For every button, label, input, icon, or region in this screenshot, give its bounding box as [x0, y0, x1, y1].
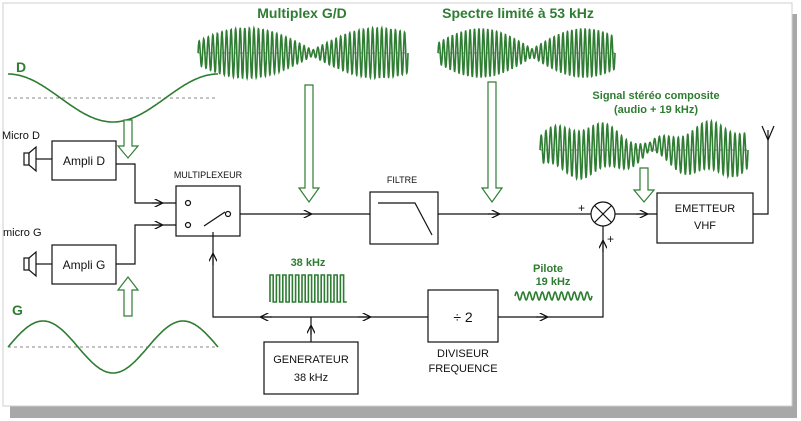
filtre-response-curve [378, 202, 433, 236]
ampli-d-label: Ampli D [63, 154, 105, 168]
emetteur-box [656, 192, 754, 244]
micro-d-label: Micro D [2, 130, 40, 142]
diviseur-symbol: ÷ 2 [453, 309, 473, 325]
generateur-label-line2: 38 kHz [294, 372, 328, 384]
generateur-label-line1: GENERATEUR [273, 354, 349, 366]
mixer-plus-top: + [578, 201, 585, 215]
emetteur-label-line2: VHF [694, 220, 716, 232]
wire-diviseur-mixer [498, 226, 604, 318]
d-label: D [16, 59, 26, 75]
composite-wave [539, 118, 749, 181]
mux-output-terminal [224, 210, 232, 218]
composite-label-line2: (audio + 19 kHz) [614, 104, 698, 116]
ampli-g-box [51, 244, 117, 285]
emetteur-label-line1: EMETTEUR [675, 203, 736, 215]
wire-emetteur-antenna [753, 130, 769, 215]
speaker-d-icon [23, 145, 37, 173]
mux-input-d-terminal [184, 199, 192, 207]
filtre-box [369, 191, 439, 245]
multiplexeur-box [175, 185, 241, 237]
diviseur-label-line1: DIVISEUR [437, 348, 489, 360]
diviseur-label-line2: FREQUENCE [428, 363, 497, 375]
composite-label-line1: Signal stéréo composite [592, 90, 719, 102]
d-sine-wave [8, 73, 218, 123]
mux-switch-blade [203, 211, 226, 227]
generateur-box [263, 341, 359, 395]
ampli-g-label: Ampli G [63, 258, 106, 272]
pilot-label-line2: 19 kHz [536, 276, 571, 288]
subcarrier-label: 38 kHz [291, 257, 326, 269]
multiplex-down-arrow [297, 84, 321, 204]
composite-down-arrow [632, 167, 656, 203]
spectre-wave [437, 28, 616, 79]
title-multiplex: Multiplex G/D [257, 5, 346, 21]
ampli-d-box [51, 140, 117, 181]
speaker-g-icon [23, 250, 37, 278]
spectre-down-arrow [480, 81, 504, 204]
g-label: G [12, 302, 23, 318]
g-up-arrow [116, 276, 140, 317]
mixer-plus-bottom: + [607, 232, 614, 246]
micro-g-label: micro G [3, 227, 42, 239]
multiplex-wave [197, 25, 409, 82]
mixer-cross-b [594, 205, 612, 223]
filtre-label: FILTRE [387, 175, 417, 185]
diviseur-box [427, 289, 499, 343]
subcarrier-square-wave [269, 274, 347, 303]
g-sine-wave [7, 320, 219, 374]
pilot-wave [514, 290, 593, 302]
d-down-arrow [116, 119, 140, 159]
title-spectre: Spectre limité à 53 kHz [442, 5, 594, 21]
pilot-label-line1: Pilote [533, 263, 563, 275]
mux-input-g-terminal [184, 221, 192, 229]
antenna-icon [761, 125, 775, 141]
multiplexeur-label: MULTIPLEXEUR [174, 170, 243, 180]
